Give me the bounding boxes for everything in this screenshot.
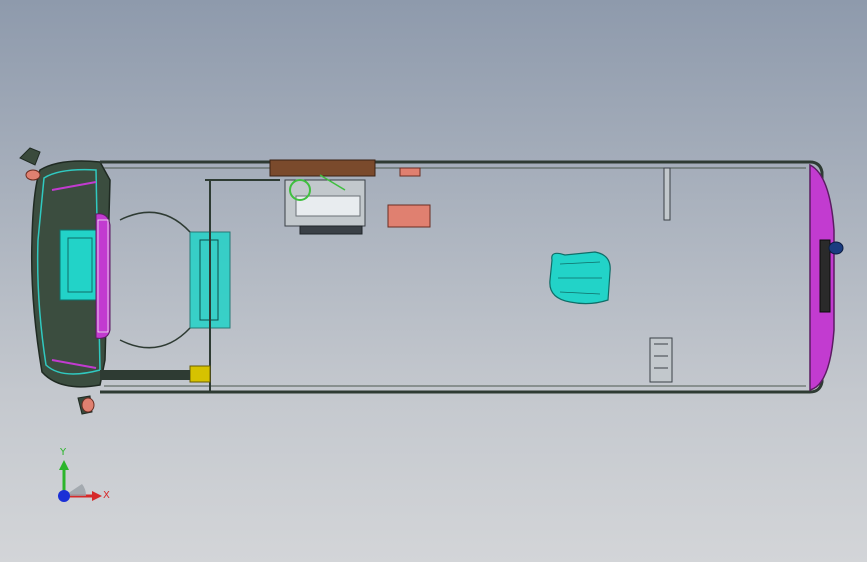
engine-tank-assembly[interactable] — [269, 159, 431, 235]
rear-bracket-top[interactable] — [663, 167, 671, 221]
triad-plane-wedge — [64, 484, 87, 496]
left-mirror[interactable] — [19, 147, 41, 181]
rear-body-shell[interactable] — [809, 163, 844, 391]
x-axis-label: X — [103, 490, 110, 501]
cab-cyan-structure[interactable] — [59, 213, 231, 339]
x-axis-arrowhead — [92, 491, 102, 501]
y-axis-arrowhead — [59, 460, 69, 470]
y-axis-label: Y — [59, 447, 67, 458]
rear-bracket-bottom[interactable] — [649, 337, 673, 383]
z-axis-dot — [58, 490, 70, 502]
right-mirror[interactable] — [77, 395, 95, 415]
front-step-detail[interactable] — [100, 365, 211, 383]
center-seat[interactable] — [549, 251, 611, 305]
